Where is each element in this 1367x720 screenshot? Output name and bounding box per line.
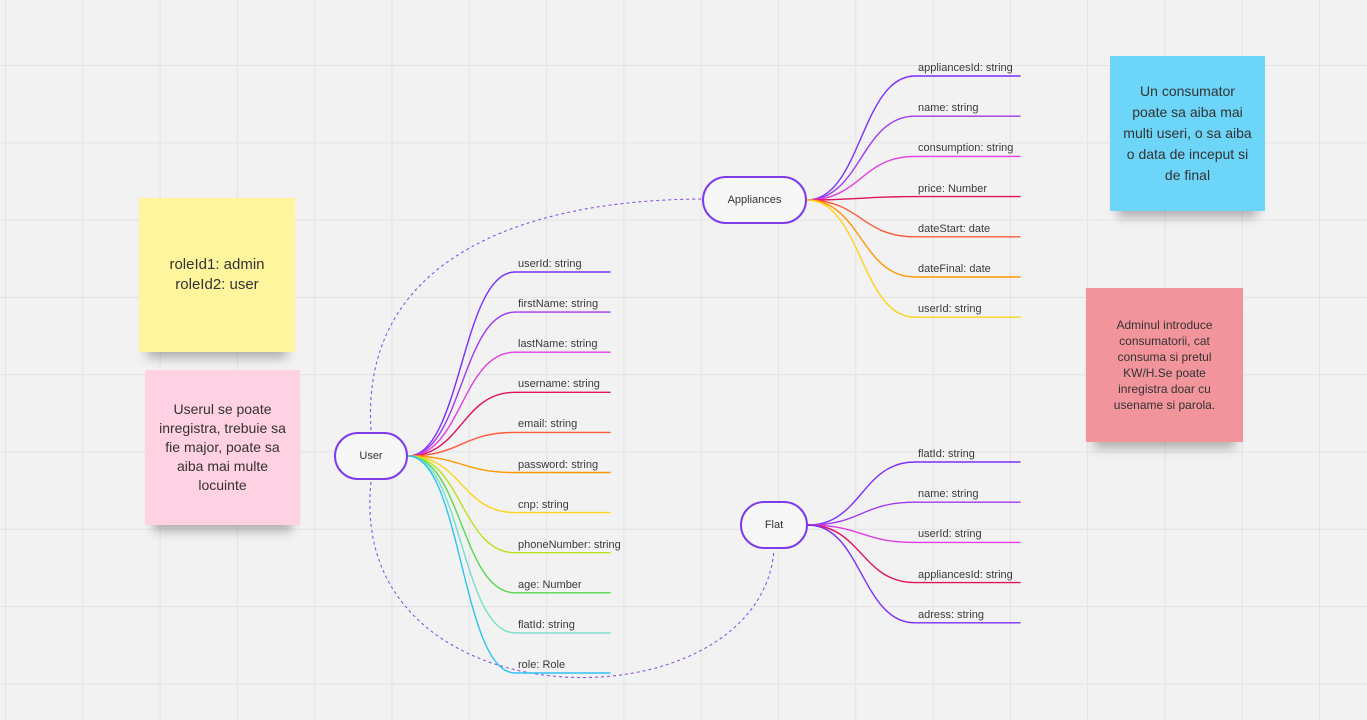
appliances-branch — [806, 75, 1021, 201]
flat-field[interactable]: adress: string — [918, 608, 985, 621]
dashed-links — [369, 198, 775, 679]
flat-field[interactable]: userId: string — [918, 528, 982, 541]
sticky-note-consumer-info[interactable]: Un consumator poate sa aiba mai multi us… — [1110, 56, 1265, 211]
roles-note-text: roleId1: admin roleId2: user — [169, 255, 264, 295]
appliances-field[interactable]: consumption: string — [918, 142, 1014, 155]
sticky-note-admin-info[interactable]: Adminul introduce consumatorii, cat cons… — [1086, 288, 1243, 442]
admin-info-note-text: Adminul introduce consumatorii, cat cons… — [1113, 318, 1216, 412]
flat-branches — [807, 461, 1021, 624]
user-field[interactable]: phoneNumber: string — [518, 538, 621, 551]
user-field[interactable]: cnp: string — [518, 498, 569, 511]
user-field[interactable]: username: string — [518, 378, 600, 391]
appliances-field[interactable]: price: Number — [918, 182, 988, 195]
flat-branch — [807, 501, 1021, 526]
user-appliances-link — [369, 198, 703, 431]
user-field[interactable]: email: string — [518, 418, 578, 431]
appliances-field[interactable]: userId: string — [918, 303, 982, 316]
appliances-branch — [806, 199, 1021, 238]
flat-node[interactable]: Flat — [740, 501, 808, 549]
appliances-branch — [806, 199, 1021, 278]
flat-field[interactable]: name: string — [918, 488, 979, 501]
roles-note-line-2: roleId2: user — [175, 276, 259, 293]
flat-branch — [807, 524, 1021, 624]
appliances-field[interactable]: dateStart: date — [918, 222, 991, 235]
appliances-node[interactable]: Appliances — [702, 176, 807, 224]
user-branch — [407, 455, 611, 474]
flat-branch — [807, 524, 1021, 584]
appliances-branch — [806, 195, 1021, 201]
consumer-info-note-text: Un consumator poate sa aiba mai multi us… — [1123, 83, 1252, 183]
user-branch — [407, 271, 611, 457]
user-branches — [407, 271, 611, 674]
flat-field[interactable]: appliancesId: string — [918, 568, 1013, 581]
user-branch — [407, 351, 611, 457]
user-field[interactable]: password: string — [518, 458, 599, 471]
appliances-field[interactable]: appliancesId: string — [918, 62, 1013, 74]
flat-field[interactable]: flatId: string — [918, 448, 975, 460]
appliances-branch — [806, 199, 1021, 318]
appliances-branches — [806, 75, 1021, 318]
user-branch — [407, 455, 611, 594]
user-branch — [407, 455, 611, 514]
user-branch — [407, 455, 611, 554]
appliances-field[interactable]: name: string — [918, 102, 979, 115]
user-branch — [407, 431, 611, 457]
user-field[interactable]: firstName: string — [518, 298, 599, 311]
user-field[interactable]: userId: string — [518, 258, 582, 270]
user-field[interactable]: role: Role — [518, 659, 566, 671]
user-branch — [407, 455, 611, 634]
user-node[interactable]: User — [334, 432, 408, 480]
user-field[interactable]: lastName: string — [518, 338, 598, 351]
roles-note-line-1: roleId1: admin — [169, 256, 265, 273]
sticky-note-roles[interactable]: roleId1: admin roleId2: user — [139, 198, 295, 352]
user-field[interactable]: age: Number — [518, 578, 582, 591]
appliances-branch — [806, 115, 1021, 201]
user-branch — [407, 311, 611, 457]
flat-branch — [807, 461, 1021, 526]
sticky-note-user-info[interactable]: Userul se poate inregistra, trebuie sa f… — [145, 370, 300, 525]
user-info-note-text: Userul se poate inregistra, trebuie sa f… — [159, 401, 286, 493]
appliances-field[interactable]: dateFinal: date — [918, 263, 991, 275]
user-branch — [407, 455, 611, 674]
user-branch — [407, 391, 611, 457]
flat-branch — [807, 524, 1021, 544]
user-field[interactable]: flatId: string — [518, 618, 575, 631]
appliances-branch — [806, 155, 1021, 201]
